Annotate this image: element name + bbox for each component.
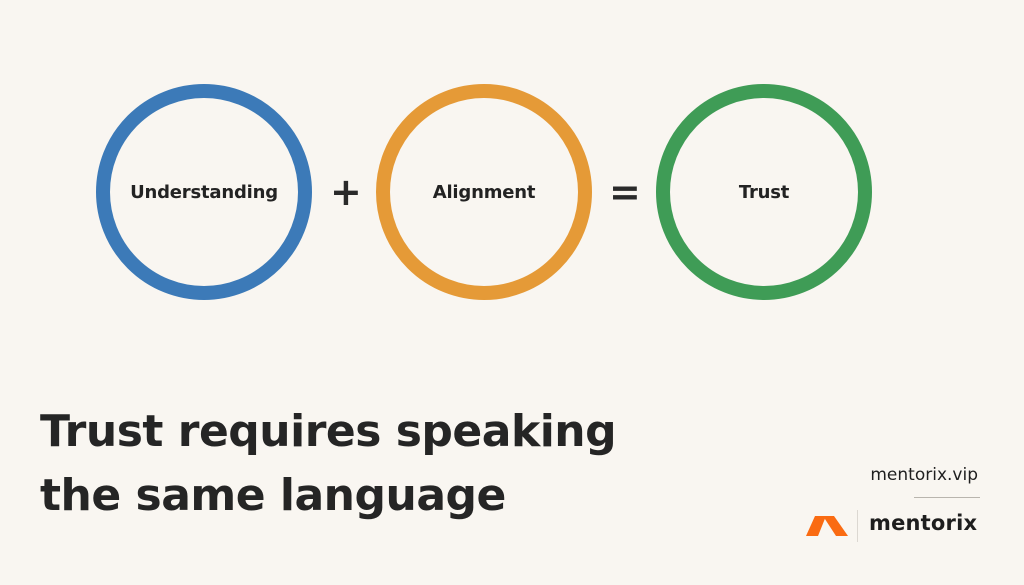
- headline: Trust requires speaking the same languag…: [40, 400, 617, 528]
- circle-trust: Trust: [656, 84, 872, 300]
- circle-label-understanding: Understanding: [130, 181, 278, 203]
- headline-line-1: Trust requires speaking: [40, 406, 617, 457]
- circle-label-alignment: Alignment: [432, 181, 536, 203]
- headline-line-2: the same language: [40, 470, 506, 521]
- logo-divider: [857, 510, 858, 542]
- mentorix-logo-icon: [806, 516, 848, 536]
- circle-label-trust: Trust: [738, 181, 790, 203]
- plus-operator: +: [330, 170, 362, 214]
- divider-line: [914, 497, 980, 498]
- website-url[interactable]: mentorix.vip: [870, 465, 978, 485]
- circle-alignment: Alignment: [376, 84, 592, 300]
- circle-understanding: Understanding: [96, 84, 312, 300]
- logo-wordmark: mentorix: [869, 511, 978, 535]
- equals-operator: =: [609, 170, 641, 214]
